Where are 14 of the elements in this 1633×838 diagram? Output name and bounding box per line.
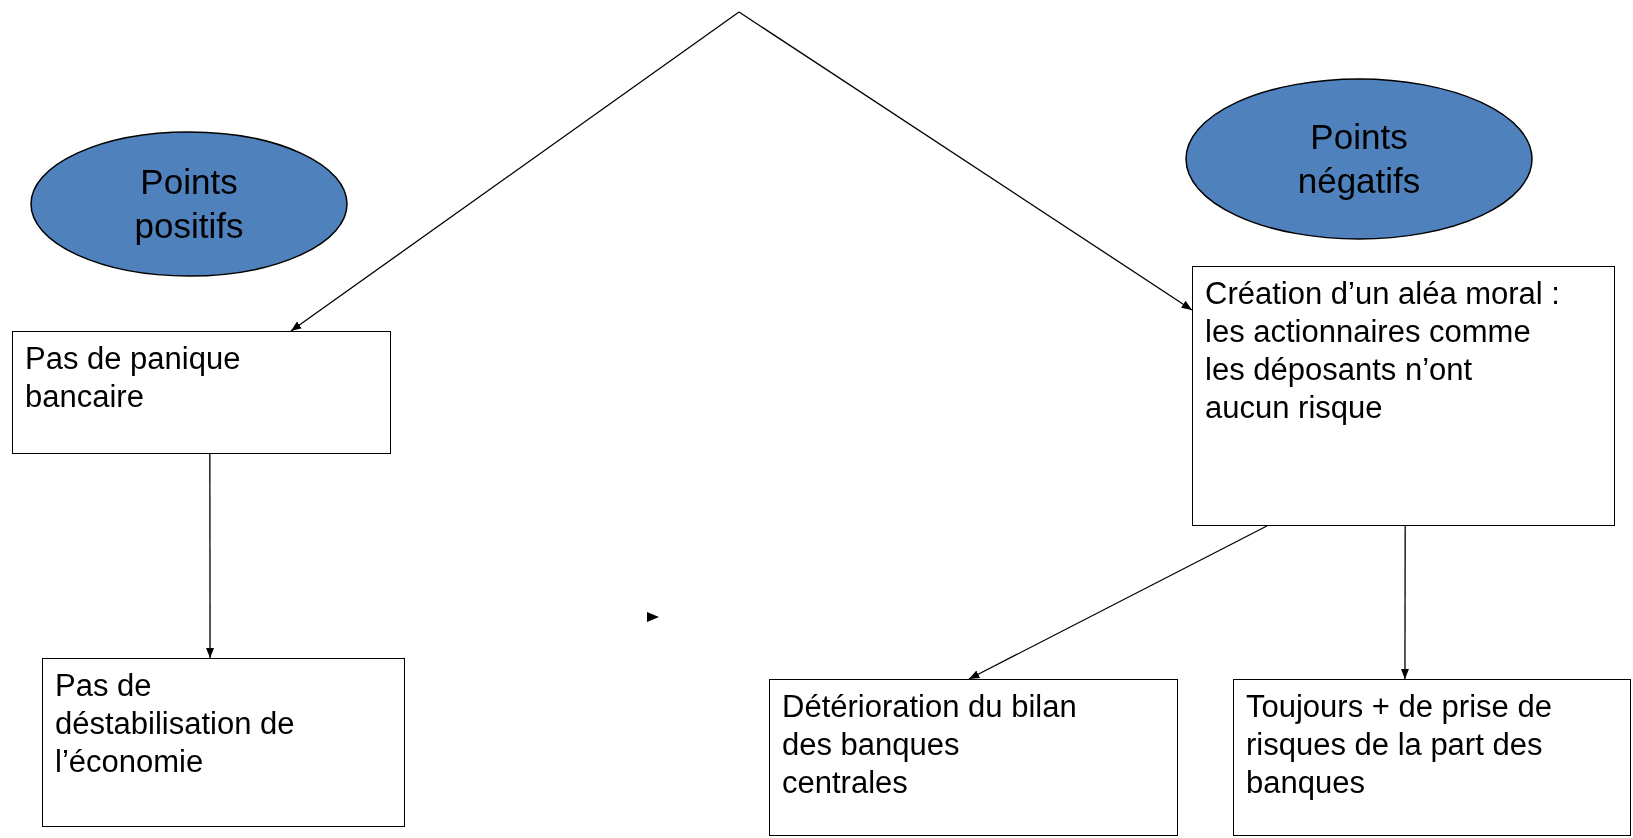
arrow	[1400, 525, 1410, 680]
text-box: Création d’un aléa moral : les actionnaires comme les déposants n’ont aucun risque	[1192, 266, 1615, 526]
text-box: Pas de panique bancaire	[12, 331, 391, 454]
node-label: Points négatifs	[1296, 116, 1422, 202]
arrow	[205, 453, 215, 659]
text-box: Pas de déstabilisation de l’économie	[42, 658, 405, 827]
text-box: Toujours + de prise de risques de la part des banques	[1233, 679, 1631, 836]
node-label: Points positifs	[133, 161, 245, 247]
arrow	[968, 525, 1268, 680]
arrow	[738, 11, 1193, 311]
ellipse-node	[30, 131, 348, 277]
arrow	[290, 11, 740, 332]
ellipse-node	[1185, 78, 1533, 240]
text-box: Détérioration du bilan des banques centrales	[769, 679, 1178, 836]
